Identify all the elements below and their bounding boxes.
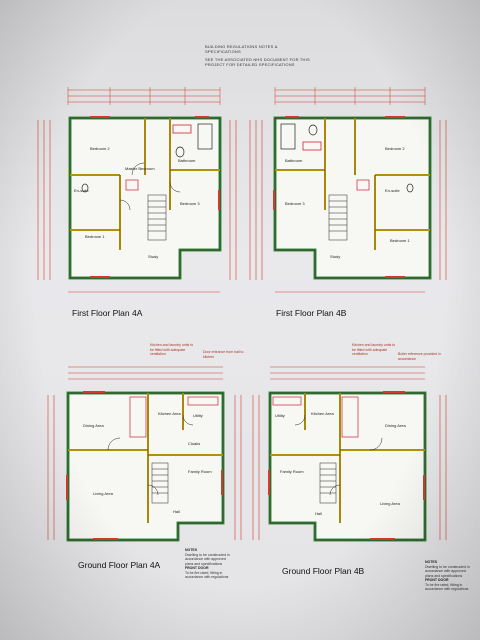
room-living-4a: Living Area (93, 491, 114, 496)
room-kitchen-4b: Kitchen Area (311, 411, 334, 416)
first-floor-plan-4a: Bedroom 2 Bathroom Bedroom 3 En-suite Be… (30, 80, 240, 305)
ground-floor-plan-4a: Kitchen Area Utility Dining Area Family … (38, 345, 243, 555)
kitchen-annotation-4b: Kitchen and laundry units to be fitted w… (352, 343, 396, 356)
ground-floor-plan-4a-drawing: Kitchen Area Utility Dining Area Family … (47, 366, 242, 542)
room-cloaks-4a: Cloaks (188, 441, 200, 446)
room-bedroom-1-4b: Bedroom 1 (390, 238, 410, 243)
room-master-bedroom-4a: Master Bedroom (125, 166, 155, 171)
ground-floor-plan-4b-drawing: Utility Kitchen Area Dining Area Family … (252, 366, 447, 542)
room-utility-4a: Utility (193, 413, 203, 418)
notes-line-1: BUILDING REGULATIONS NOTES & (205, 44, 278, 49)
notes-block-4a-heading: NOTES (185, 548, 198, 552)
ground-floor-plan-4a-title: Ground Floor Plan 4A (78, 560, 161, 570)
room-bedroom-3-4a: Bedroom 3 (180, 201, 200, 206)
room-dining-4b: Dining Area (385, 423, 406, 428)
first-floor-plan-4b-title: First Floor Plan 4B (276, 308, 347, 318)
notes-block-4b: NOTES Dwelling to be constructed in acco… (425, 560, 475, 592)
kitchen-annotation-4a: Kitchen and laundry units to be fitted w… (150, 343, 194, 356)
ground-floor-plan-4b-title: Ground Floor Plan 4B (282, 566, 365, 576)
door-annotation-4a: Door entrance from hall to kitchen (203, 350, 244, 359)
notes-block-4a: NOTES Dwelling to be constructed in acco… (185, 548, 235, 580)
notes-line-3: SEE THE ASSOCIATED NHS DOCUMENT FOR THIS (205, 57, 310, 62)
first-floor-plan-4b-drawing: Bathroom Bedroom 2 En-suite Bedroom 3 Be… (249, 87, 447, 293)
room-ensuite-4a: En-suite (74, 188, 89, 193)
room-dining-4a: Dining Area (83, 423, 104, 428)
gas-annotation-4b: Boiler reference provided in accordance (398, 352, 441, 361)
first-floor-plan-4b: Bathroom Bedroom 2 En-suite Bedroom 3 Be… (245, 80, 455, 305)
room-hall-4a: Hall (173, 509, 180, 514)
first-floor-plan-4a-drawing: Bedroom 2 Bathroom Bedroom 3 En-suite Be… (37, 87, 237, 293)
room-kitchen-4a: Kitchen Area (158, 411, 181, 416)
room-ensuite-4b: En-suite (385, 188, 400, 193)
room-study-4a: Study (148, 254, 158, 259)
front-door-4a-heading: FRONT DOOR (185, 566, 209, 570)
room-bathroom-4b: Bathroom (285, 158, 303, 163)
room-hall-4b: Hall (315, 511, 322, 516)
room-bedroom-2-4b: Bedroom 2 (385, 146, 405, 151)
front-door-4a-text: To be fire rated, fitting in accordance … (185, 570, 229, 580)
regulation-notes: BUILDING REGULATIONS NOTES & SPECIFICATI… (205, 44, 355, 67)
notes-line-2: SPECIFICATIONS (205, 49, 241, 54)
room-family-4b: Family Room (280, 469, 304, 474)
front-door-4b-heading: FRONT DOOR (425, 578, 449, 582)
ground-floor-plan-4b: Utility Kitchen Area Dining Area Family … (245, 345, 457, 555)
notes-block-4a-text: Dwelling to be constructed in accordance… (185, 552, 230, 566)
room-bathroom-4a: Bathroom (178, 158, 196, 163)
front-door-4b-text: To be fire rated, fitting in accordance … (425, 582, 469, 592)
notes-block-4b-heading: NOTES (425, 560, 438, 564)
notes-line-4: PROJECT FOR DETAILED SPECIFICATIONS (205, 62, 295, 67)
room-utility-4b: Utility (275, 413, 285, 418)
room-study-4b: Study (330, 254, 340, 259)
room-family-4a: Family Room (188, 469, 212, 474)
room-bedroom-3-4b: Bedroom 3 (285, 201, 305, 206)
room-living-4b: Living Area (380, 501, 401, 506)
first-floor-plan-4a-title: First Floor Plan 4A (72, 308, 143, 318)
room-bedroom-1-4a: Bedroom 1 (85, 234, 105, 239)
room-bedroom-2-4a: Bedroom 2 (90, 146, 110, 151)
notes-block-4b-text: Dwelling to be constructed in accordance… (425, 564, 470, 578)
